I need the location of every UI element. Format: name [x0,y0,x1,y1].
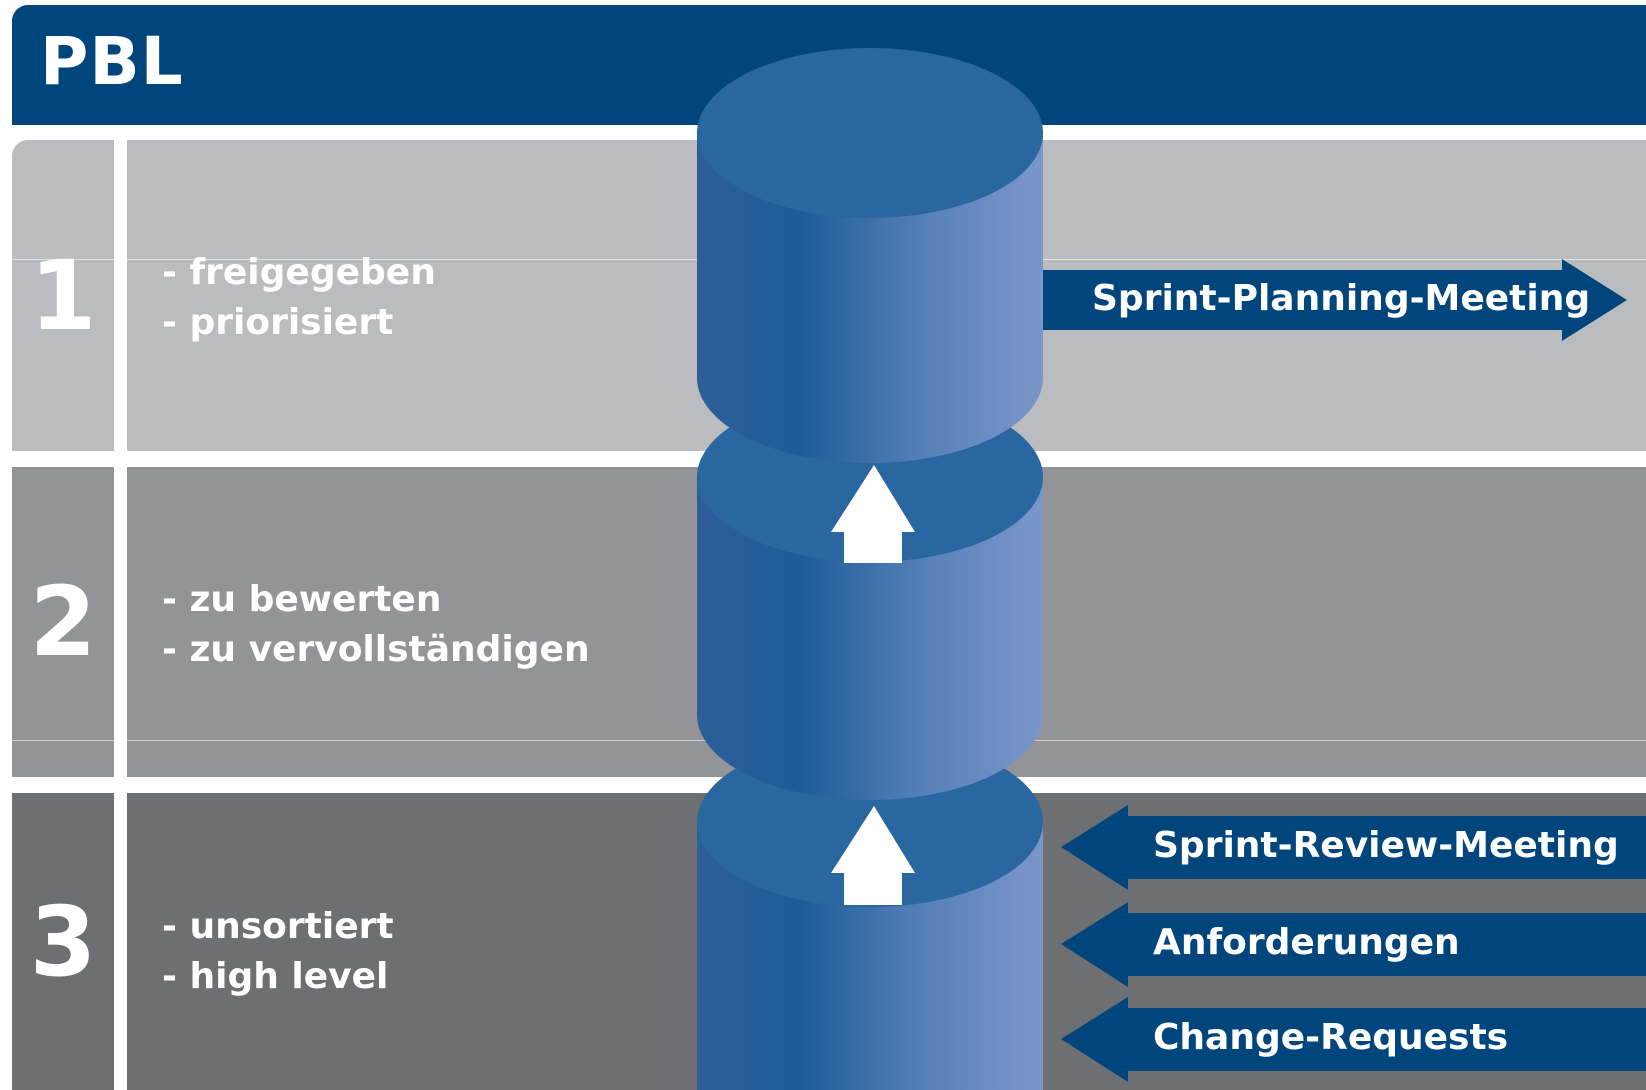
level-3-bullet: - unsortiert [162,906,394,947]
input-label: Sprint-Review-Meeting [1153,825,1619,866]
cylinder-level-1 [697,48,1043,463]
input-label: Change-Requests [1153,1017,1509,1058]
level-1-bullets: - freigegeben - priorisiert [162,248,436,348]
level-2-number-cell: 2 [12,467,114,777]
level-2-number: 2 [29,566,97,678]
output-arrow-shape [1043,259,1627,341]
up-arrow-icon [831,465,915,563]
diagram-title: PBL [40,23,184,100]
input-arrow-shape [1061,997,1646,1082]
level-1-bullet: - priorisiert [162,302,394,343]
level-2-bullet: - zu vervollständigen [162,629,590,670]
level-2-bullets: - zu bewerten - zu vervollständigen [162,575,590,675]
level-1-bullet: - freigegeben [162,252,436,293]
level-3-number: 3 [29,885,97,998]
level-3-bullet: - high level [162,956,389,997]
input-arrow-shape [1061,902,1646,987]
level-1-number: 1 [29,239,97,352]
level-3-bullets: - unsortiert - high level [162,902,394,1002]
up-arrow-icon [831,806,915,905]
level-1-number-cell: 1 [12,140,114,451]
level-2-bullet: - zu bewerten [162,579,442,620]
input-arrow-shape [1061,805,1646,890]
input-label: Anforderungen [1153,922,1460,963]
output-label: Sprint-Planning-Meeting [1092,278,1591,319]
level-3-number-cell: 3 [12,793,114,1090]
